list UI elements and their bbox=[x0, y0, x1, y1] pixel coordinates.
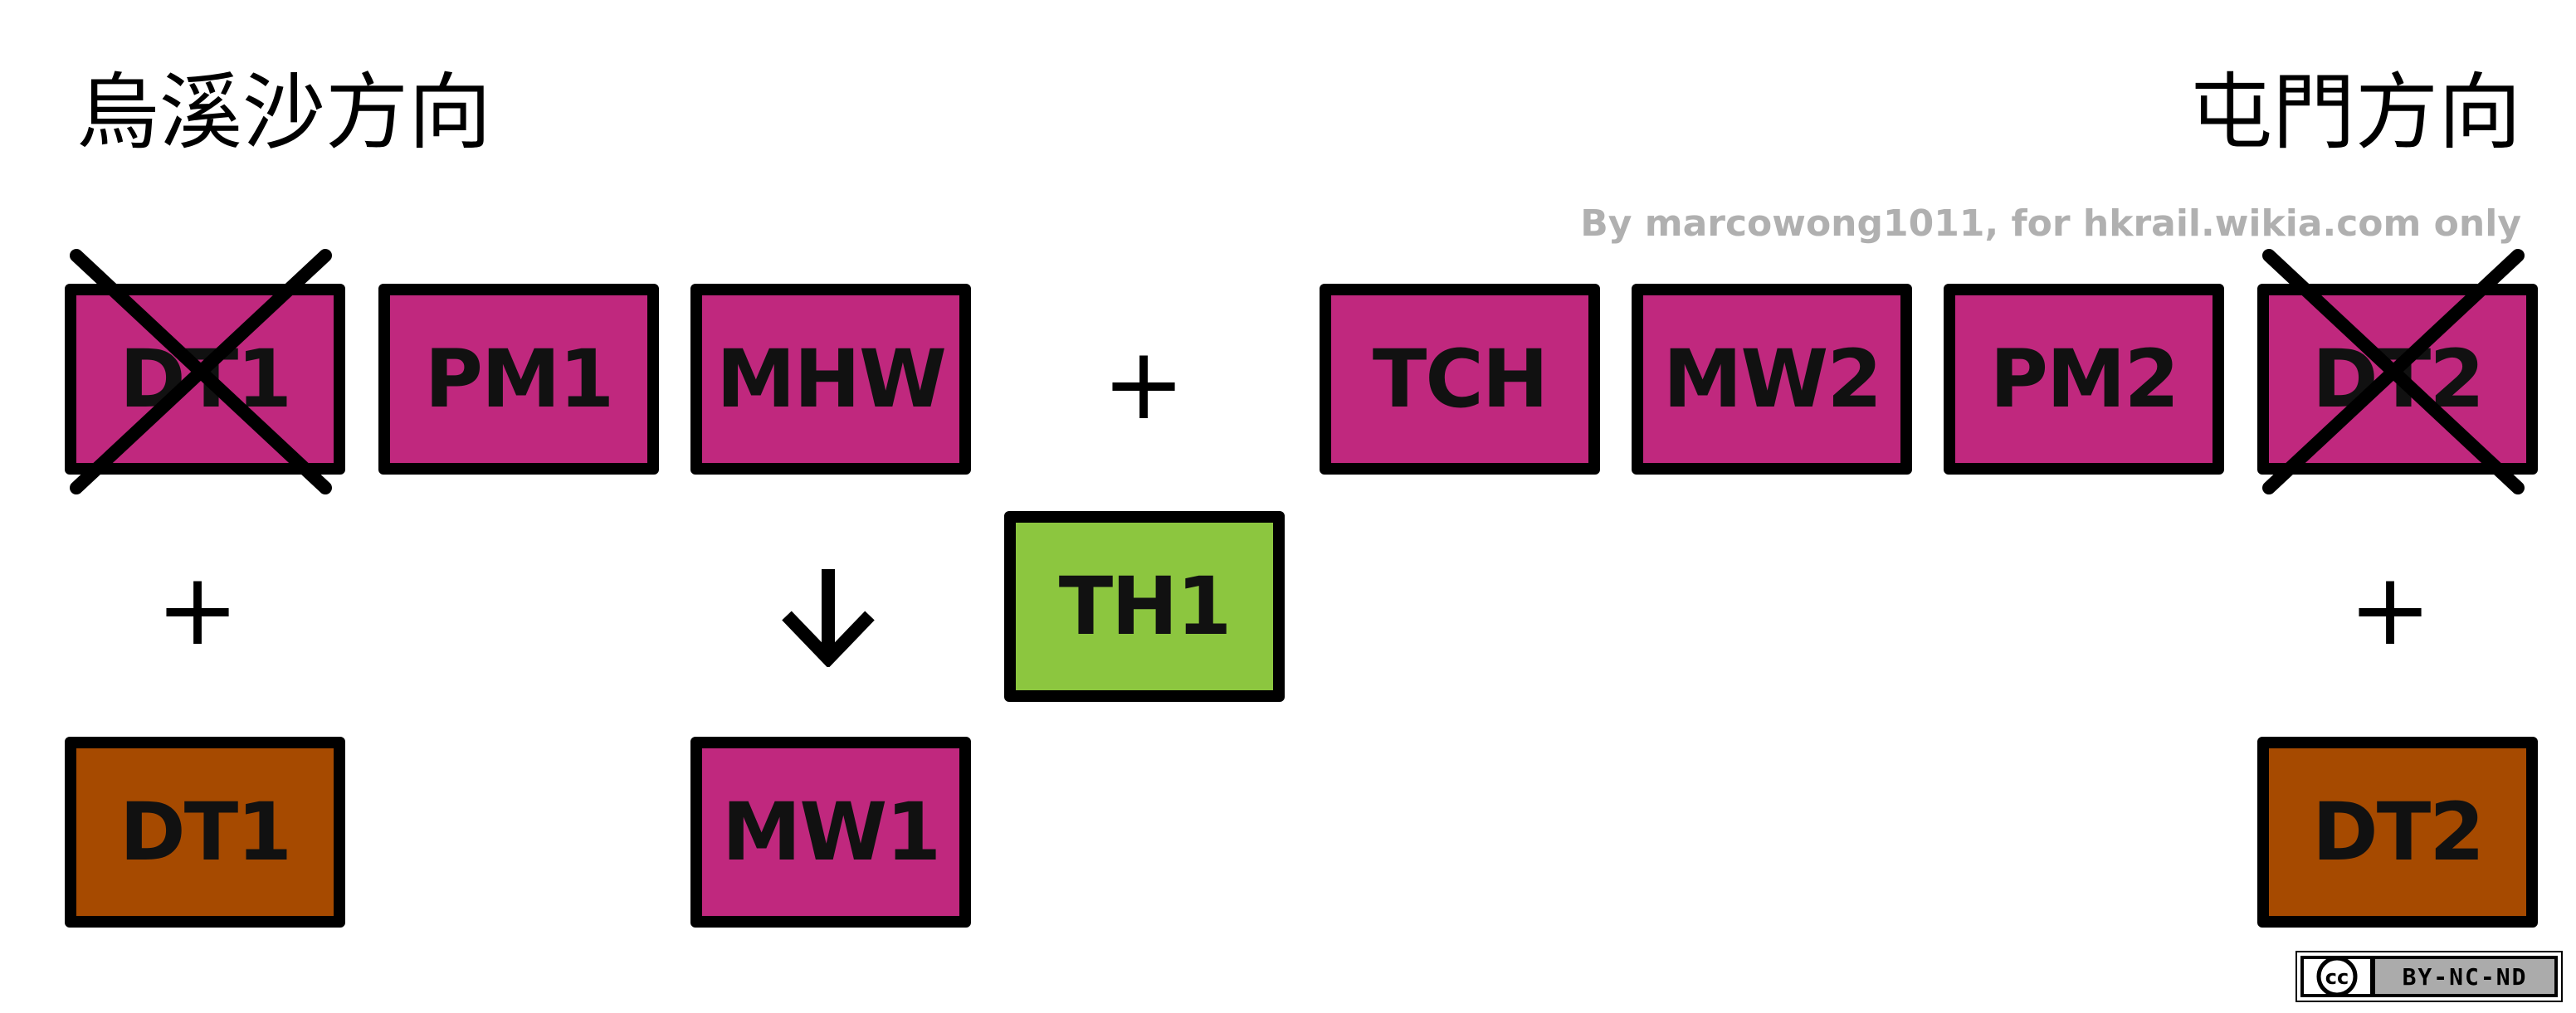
car-label: DT2 bbox=[2312, 786, 2485, 879]
car-label: DT1 bbox=[120, 333, 292, 426]
car-dt1-removed: DT1 bbox=[65, 284, 345, 475]
car-label: MW1 bbox=[721, 786, 941, 879]
cc-logo-text: cc bbox=[2325, 966, 2349, 989]
car-label: MW2 bbox=[1662, 333, 1882, 426]
credit-text: By marcowong1011, for hkrail.wikia.com o… bbox=[1580, 202, 2521, 245]
car-label: TH1 bbox=[1058, 560, 1232, 653]
car-label: DT1 bbox=[120, 786, 292, 879]
car-mhw: MHW bbox=[690, 284, 971, 475]
car-mw1: MW1 bbox=[690, 737, 971, 928]
cc-terms-text: BY-NC-ND bbox=[2403, 963, 2528, 991]
car-pm2: PM2 bbox=[1944, 284, 2224, 475]
car-label: DT2 bbox=[2312, 333, 2485, 426]
cc-license-badge: cc BY-NC-ND bbox=[2295, 951, 2563, 1002]
car-tch: TCH bbox=[1320, 284, 1600, 475]
car-th1: TH1 bbox=[1004, 511, 1285, 702]
plus-icon-top: + bbox=[1101, 327, 1186, 442]
car-label: PM1 bbox=[424, 333, 615, 426]
arrow-down-icon bbox=[782, 569, 875, 667]
car-dt1-added: DT1 bbox=[65, 737, 345, 928]
title-tuen-mun-direction: 屯門方向 bbox=[2189, 64, 2521, 161]
car-label: PM2 bbox=[1989, 333, 2180, 426]
car-mw2: MW2 bbox=[1632, 284, 1912, 475]
car-pm1: PM1 bbox=[378, 284, 659, 475]
car-dt2-removed: DT2 bbox=[2257, 284, 2538, 475]
title-wu-kai-sha-direction: 烏溪沙方向 bbox=[76, 64, 491, 161]
plus-icon-left: + bbox=[155, 553, 240, 668]
plus-icon-right: + bbox=[2348, 553, 2432, 668]
car-dt2-added: DT2 bbox=[2257, 737, 2538, 928]
car-label: MHW bbox=[716, 333, 947, 426]
car-label: TCH bbox=[1372, 333, 1549, 426]
